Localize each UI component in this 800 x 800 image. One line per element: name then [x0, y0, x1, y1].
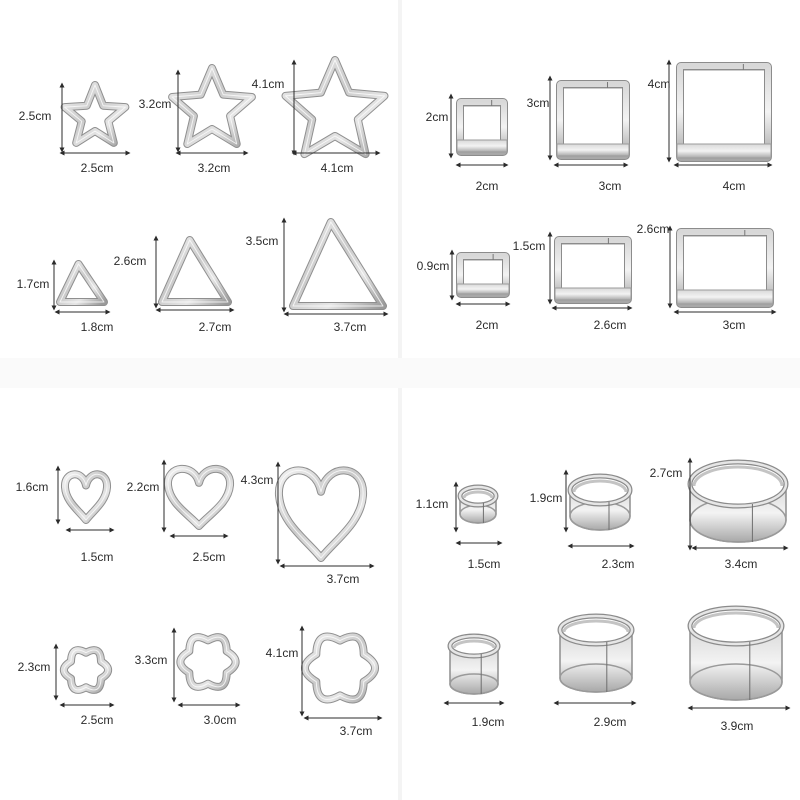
cutters-layer: [56, 56, 789, 704]
height-label: 1.1cm: [416, 497, 449, 511]
height-label: 3.3cm: [135, 653, 168, 667]
width-label: 2cm: [476, 318, 499, 332]
rectangle-cutter: [554, 236, 632, 304]
oval-cutter: [567, 473, 633, 531]
heart-cutter: [274, 466, 368, 562]
width-label: 2.6cm: [594, 318, 627, 332]
height-label: 1.6cm: [16, 480, 49, 494]
width-label: 1.5cm: [81, 550, 114, 564]
oval-cutter: [687, 459, 789, 543]
width-label: 3.7cm: [327, 572, 360, 586]
height-label: 1.9cm: [530, 491, 563, 505]
flower-cutter: [176, 633, 240, 691]
width-label: 2cm: [476, 179, 499, 193]
width-label: 1.9cm: [472, 715, 505, 729]
triangle-cutter: [289, 218, 387, 310]
height-label: 0.9cm: [417, 259, 450, 273]
flower-cutter: [301, 632, 379, 704]
height-label: 2.7cm: [650, 466, 683, 480]
panel-separator-horizontal: [0, 358, 800, 388]
width-label: 2.5cm: [193, 550, 226, 564]
width-label: 3cm: [599, 179, 622, 193]
width-label: 2.3cm: [602, 557, 635, 571]
star-cutter: [168, 64, 256, 148]
height-label: 4cm: [648, 77, 671, 91]
width-label: 3.7cm: [334, 320, 367, 334]
square-cutter: [556, 80, 630, 160]
rectangle-cutter: [676, 228, 774, 308]
labels-layer: 2.5cm 2.5cm 3.2cm 3.2cm 4.1cm 4.1cm 1.7cm 1.8cm…: [16, 59, 791, 738]
width-label: 3.0cm: [204, 713, 237, 727]
width-label: 4.1cm: [321, 161, 354, 175]
height-label: 4.1cm: [266, 646, 299, 660]
width-label: 3.9cm: [721, 719, 754, 733]
width-label: 3.2cm: [198, 161, 231, 175]
square-cutter: [456, 98, 508, 156]
width-label: 2.5cm: [81, 713, 114, 727]
oval-cutter: [457, 484, 499, 524]
height-label: 1.5cm: [513, 239, 546, 253]
height-label: 2.6cm: [637, 222, 670, 236]
height-label: 3cm: [527, 96, 550, 110]
width-label: 2.7cm: [199, 320, 232, 334]
square-cutter: [676, 62, 772, 162]
height-label: 2cm: [426, 110, 449, 124]
circle-cutter: [557, 613, 635, 693]
heart-cutter: [61, 470, 111, 524]
circle-cutter: [447, 633, 501, 695]
rectangle-cutter: [456, 252, 510, 298]
width-label: 2.5cm: [81, 161, 114, 175]
circle-cutter: [687, 605, 785, 701]
width-label: 1.8cm: [81, 320, 114, 334]
width-label: 2.9cm: [594, 715, 627, 729]
star-cutter: [60, 81, 130, 147]
height-label: 2.2cm: [127, 480, 160, 494]
panel-separator-vertical: [398, 0, 402, 800]
height-label: 4.3cm: [241, 473, 274, 487]
height-label: 2.5cm: [19, 109, 52, 123]
height-label: 1.7cm: [17, 277, 50, 291]
triangle-cutter: [56, 260, 108, 306]
heart-cutter: [164, 464, 234, 530]
height-label: 4.1cm: [252, 77, 285, 91]
width-label: 3.7cm: [340, 724, 373, 738]
width-label: 4cm: [723, 179, 746, 193]
triangle-cutter: [158, 236, 232, 306]
height-label: 3.2cm: [139, 97, 172, 111]
height-label: 2.3cm: [18, 660, 51, 674]
flower-cutter: [59, 646, 113, 694]
width-label: 3.4cm: [725, 557, 758, 571]
height-label: 2.6cm: [114, 254, 147, 268]
width-label: 1.5cm: [468, 557, 501, 571]
width-label: 3cm: [723, 318, 746, 332]
height-label: 3.5cm: [246, 234, 279, 248]
star-cutter: [281, 56, 389, 159]
